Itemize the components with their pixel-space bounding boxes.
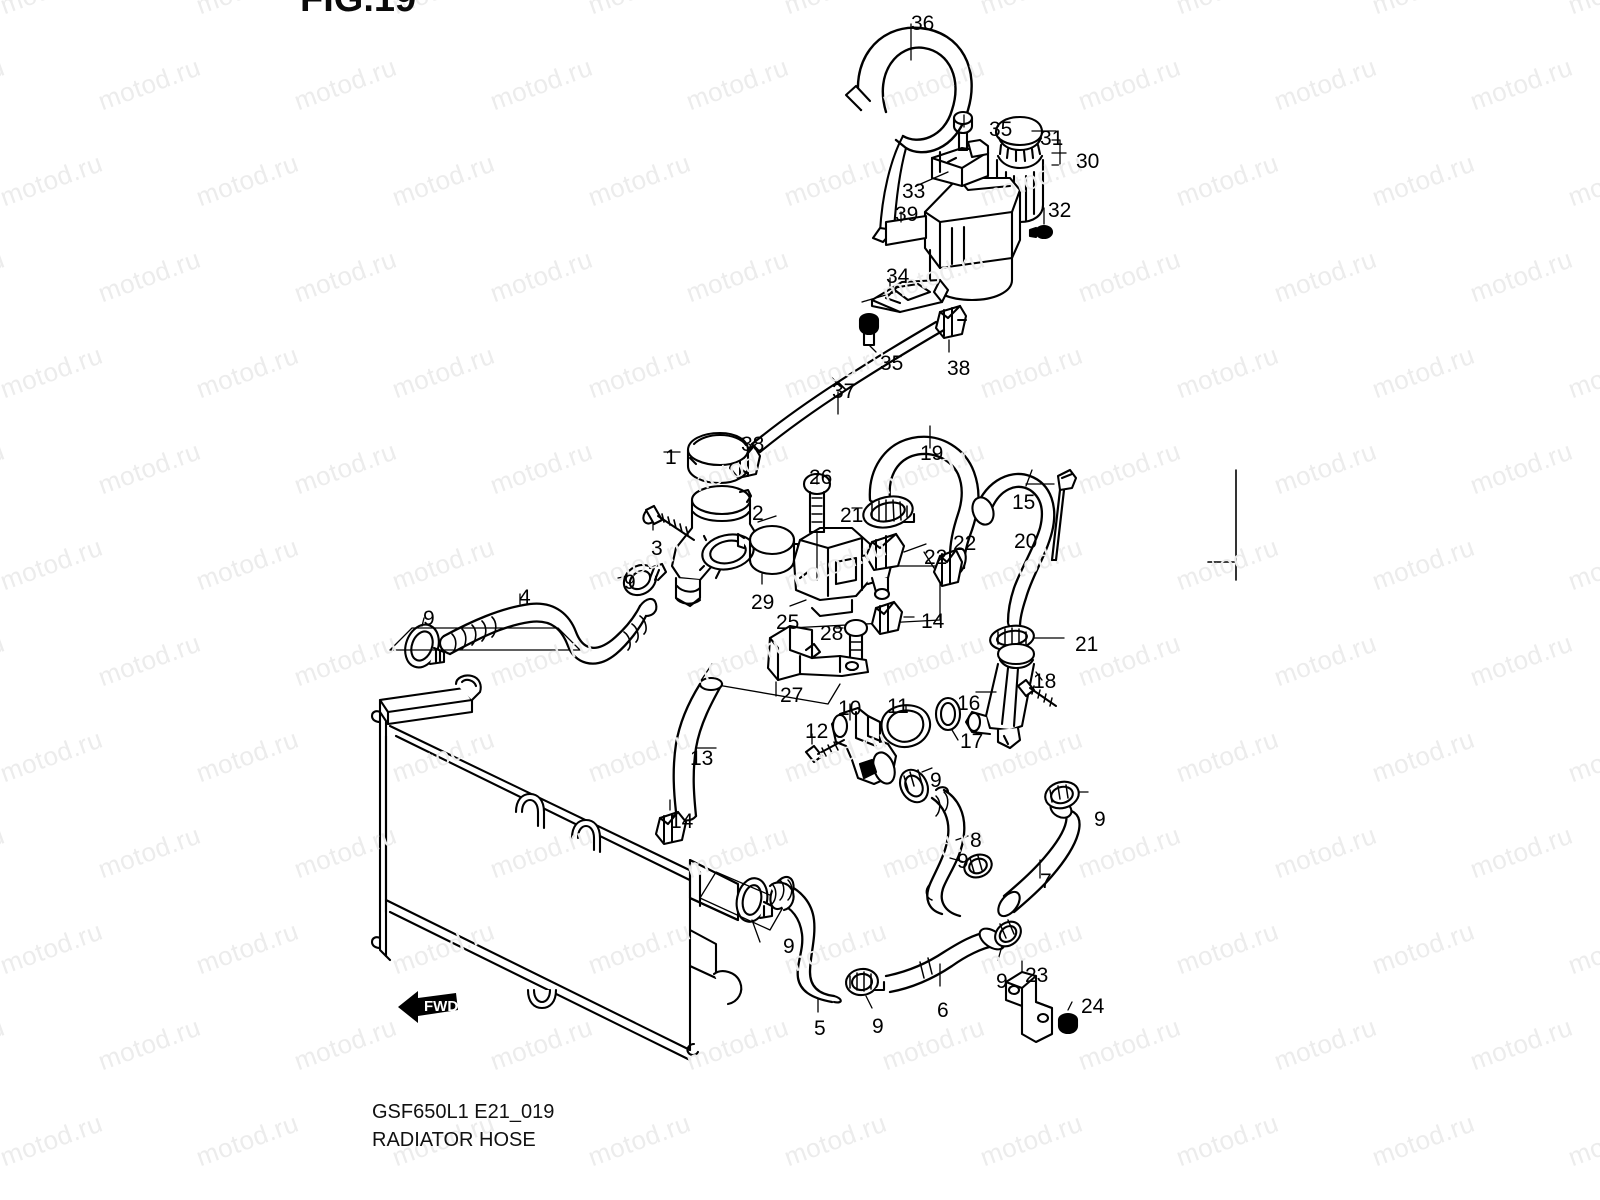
fwd-orientation-marker: FWD — [398, 991, 458, 1023]
callout-hose-clamp-9: 9 — [872, 1015, 884, 1038]
callout-hose-clip-14: 14 — [670, 810, 694, 833]
callout-bolt-12: 12 — [805, 720, 829, 743]
callout-hose-clamp-c-22: 22 — [924, 546, 948, 569]
part-hose-bracket-23 — [1004, 959, 1054, 1044]
bolt-35-top — [952, 110, 974, 152]
hose-clamp-22b — [923, 548, 964, 588]
callout-o-ring-11: 11 — [887, 695, 909, 718]
callout-hose-bracket-23: 23 — [1025, 964, 1049, 987]
bolt-24 — [1057, 1001, 1079, 1035]
callout-hose-reservoir-13: 13 — [690, 747, 714, 770]
callout-bolt-26: 26 — [809, 466, 833, 489]
callout-hose-clamp-c-22: 22 — [953, 532, 977, 555]
part-hose-5 — [768, 875, 842, 1013]
part-radiator — [370, 674, 743, 1062]
callout-thermostat-case-2: 2 — [752, 502, 764, 525]
part-o-ring-17 — [934, 696, 962, 741]
callout-hose-clamp-b-21: 21 — [1075, 633, 1099, 656]
hose-clamp-9e — [845, 967, 886, 1009]
part-o-ring-11 — [880, 704, 932, 749]
callout-hose-bypass-upper-20: 20 — [1014, 530, 1038, 553]
callout-reservoir-hose-37: 37 — [832, 380, 856, 403]
part-water-pipe-16 — [964, 642, 1036, 750]
registration-mark — [1207, 469, 1237, 581]
callout-reservoir-label-39: 39 — [895, 203, 919, 226]
callout-hose-clamp-9: 9 — [957, 850, 969, 873]
hose-clamp-9h — [1044, 780, 1089, 810]
part-hose-13 — [672, 676, 724, 822]
hose-clamp-9b — [617, 562, 668, 597]
bolt-32 — [1028, 224, 1054, 240]
callout-hose-outlet-6: 6 — [937, 999, 949, 1022]
bolt-35-lower — [858, 312, 880, 353]
hose-clamp-22a — [864, 532, 927, 572]
hose-clip-14a — [654, 799, 688, 846]
part-water-pump-outlet — [830, 703, 898, 786]
callout-bracket-27: 27 — [780, 684, 804, 707]
callout-bolt-24: 24 — [1081, 995, 1105, 1018]
callout-bolt-28: 28 — [820, 622, 844, 645]
callout-reservoir-bracket-33: 33 — [902, 180, 926, 203]
callout-hose-clamp-9: 9 — [1094, 808, 1106, 831]
part-hose-8 — [925, 786, 969, 918]
callout-bolt-32: 32 — [1048, 199, 1072, 222]
part-reservoir-hose — [750, 320, 946, 454]
callout-hose-clip-38: 38 — [741, 433, 765, 456]
figure-caption: GSF650L1 E21_019 RADIATOR HOSE — [372, 1098, 554, 1154]
callout-hose-clamp-9: 9 — [783, 935, 795, 958]
callout-hose-bypass-4: 4 — [519, 586, 531, 609]
part-radiator-cap — [663, 431, 750, 485]
callout-o-ring-17: 17 — [960, 730, 984, 753]
part-hose-20 — [971, 469, 1056, 631]
callout-thermostat-29: 29 — [751, 591, 775, 614]
hose-clamp-21a — [851, 495, 916, 529]
bolt-26 — [802, 472, 832, 581]
callout-hose-clamp-b-21: 21 — [840, 504, 864, 527]
part-hose-4 — [439, 593, 658, 665]
fwd-label: FWD — [424, 998, 458, 1015]
callout-hose-clamp-9: 9 — [423, 607, 435, 630]
callout-hose-mid-8: 8 — [970, 829, 982, 852]
callout-reservoir-stay-34: 34 — [886, 265, 910, 288]
hose-clamp-9c — [898, 767, 933, 804]
hose-clamp-9d — [699, 871, 787, 943]
hose-clamp-9a — [389, 617, 581, 669]
callout-cable-tie-15: 15 — [1012, 491, 1036, 514]
hose-clip-14b — [870, 600, 915, 636]
callout-reservoir-cap-31: 31 — [1040, 127, 1064, 150]
part-bracket-27 — [699, 624, 870, 705]
callout-hose-clamp-9: 9 — [996, 970, 1008, 993]
figure-title: FIG.19 — [300, 0, 416, 21]
bolt-12 — [804, 733, 845, 764]
callout-hose-clip-38: 38 — [947, 357, 971, 380]
callout-bolt-18: 18 — [1033, 670, 1057, 693]
callout-hose-inlet-7: 7 — [1040, 870, 1052, 893]
bolt-18 — [1016, 671, 1057, 707]
callout-bolt-35: 35 — [880, 352, 904, 375]
callout-thermostat-cover-25: 25 — [776, 611, 800, 634]
section-name: RADIATOR HOSE — [372, 1129, 536, 1151]
callout-overflow-hose-36: 36 — [911, 12, 935, 35]
part-reservoir-tank — [884, 110, 1067, 302]
callout-water-pipe-16: 16 — [957, 692, 981, 715]
hose-clamp-9f — [994, 919, 1022, 961]
bolt-3 — [642, 504, 695, 541]
hose-clamp-9g — [949, 853, 993, 879]
part-cable-tie — [1025, 468, 1078, 562]
callout-reservoir-tank-assy-30: 30 — [1076, 150, 1100, 173]
callout-hose-upper-19: 19 — [920, 442, 944, 465]
callout-bolt-3: 3 — [651, 537, 663, 560]
callout-bolt-35: 35 — [989, 118, 1013, 141]
callout-hose-clip-14: 14 — [921, 610, 945, 633]
callout-water-pump-outlet-10: 10 — [838, 697, 862, 720]
callout-hose-clamp-9: 9 — [930, 769, 942, 792]
callout-hose-lower-5: 5 — [814, 1017, 826, 1040]
callout-radiator-cap-1: 1 — [665, 446, 677, 469]
model-code: GSF650L1 E21_019 — [372, 1101, 555, 1123]
callout-hose-clamp-9: 9 — [624, 571, 636, 594]
part-reservoir-stay — [861, 277, 950, 314]
